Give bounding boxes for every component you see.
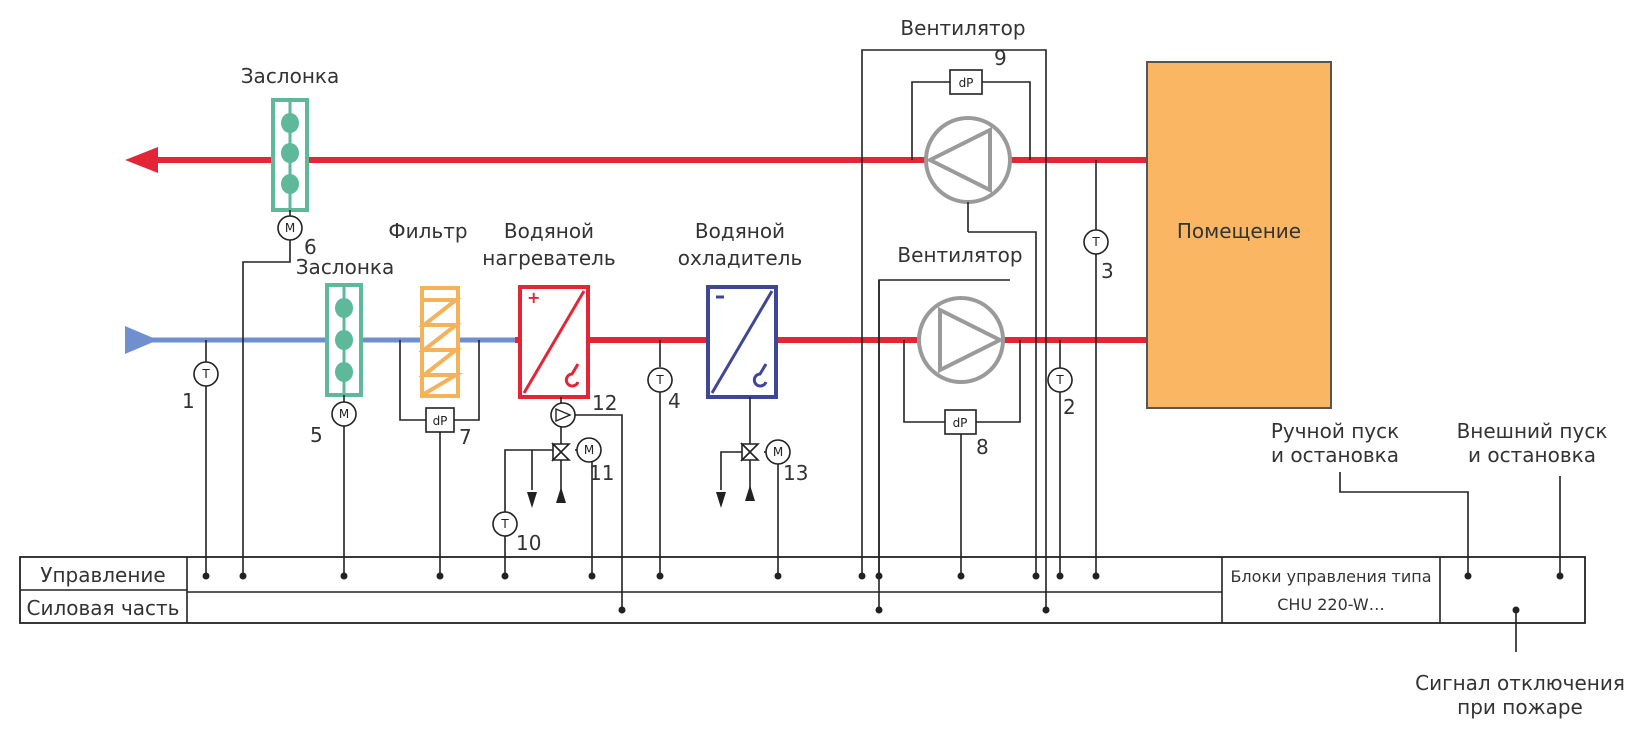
fan-exhaust-label: Вентилятор: [900, 16, 1025, 40]
number-12: 12: [592, 391, 617, 415]
pressure-sensor-9: dP: [949, 69, 983, 95]
damper-exhaust-label: Заслонка: [241, 64, 340, 88]
number-5: 5: [310, 423, 323, 447]
control-block-line2: CHU 220-W…: [1277, 595, 1384, 614]
filter: [418, 286, 464, 398]
number-4: 4: [668, 389, 681, 413]
wiring: [205, 49, 1561, 652]
svg-text:T: T: [500, 517, 509, 531]
temp-sensor-4: T: [647, 367, 673, 393]
damper-motor-6: M: [277, 215, 303, 241]
fire-signal-line1: Сигнал отключения: [1415, 671, 1625, 695]
heater-label-line1: Водяной: [504, 219, 594, 243]
number-1: 1: [182, 389, 195, 413]
manual-start-line2: и остановка: [1271, 443, 1399, 467]
heater-label-line2: нагреватель: [482, 246, 615, 270]
number-13: 13: [783, 461, 808, 485]
control-table: [19, 556, 1586, 624]
svg-text:M: M: [339, 407, 349, 421]
fan-supply: [917, 296, 1005, 384]
damper-intake-label: Заслонка: [296, 255, 395, 279]
temp-sensor-3: T: [1083, 229, 1109, 255]
row-power-label: Силовая часть: [27, 596, 180, 620]
svg-text:dP: dP: [959, 76, 974, 90]
filter-label: Фильтр: [388, 219, 467, 243]
fire-signal-line2: при пожаре: [1457, 695, 1583, 719]
number-6: 6: [304, 235, 317, 259]
cooler-label-line2: охладитель: [678, 246, 802, 270]
svg-text:T: T: [201, 367, 210, 381]
heater-valve: [551, 442, 571, 462]
number-8: 8: [976, 435, 989, 459]
room-label: Помещение: [1177, 219, 1301, 243]
number-3: 3: [1101, 259, 1114, 283]
manual-start-line1: Ручной пуск: [1271, 419, 1399, 443]
heater-pump-12: [550, 402, 576, 428]
external-start-line2: и остановка: [1468, 443, 1596, 467]
svg-text:M: M: [773, 445, 783, 459]
fan-supply-label: Вентилятор: [897, 243, 1022, 267]
temp-sensor-10: T: [492, 511, 518, 537]
pressure-sensor-7: dP: [425, 407, 455, 433]
svg-text:dP: dP: [953, 416, 968, 430]
intake-arrow: [125, 326, 158, 354]
cooler-label-line1: Водяной: [695, 219, 785, 243]
svg-text:T: T: [655, 373, 664, 387]
fan-exhaust: [924, 116, 1012, 204]
damper-exhaust: [271, 98, 309, 212]
number-7: 7: [459, 425, 472, 449]
exhaust-outlet-arrow: [125, 147, 158, 173]
damper-intake: [325, 283, 363, 397]
water-heater: +: [518, 285, 590, 399]
number-10: 10: [516, 531, 541, 555]
control-block-line1: Блоки управления типа: [1230, 567, 1431, 586]
damper-motor-5: M: [331, 401, 357, 427]
svg-text:T: T: [1055, 373, 1064, 387]
row-control-label: Управление: [40, 563, 165, 587]
svg-text:+: +: [527, 288, 540, 307]
pressure-sensor-8: dP: [944, 409, 977, 435]
svg-text:M: M: [285, 221, 295, 235]
number-2: 2: [1063, 395, 1076, 419]
temp-sensor-2: T: [1047, 367, 1073, 393]
external-start-line1: Внешний пуск: [1457, 419, 1608, 443]
svg-text:dP: dP: [433, 414, 448, 428]
svg-text:M: M: [584, 443, 594, 457]
svg-text:T: T: [1091, 235, 1100, 249]
water-cooler: [706, 285, 778, 399]
cooler-valve: [740, 442, 760, 462]
number-9: 9: [994, 46, 1007, 70]
room-box: [1146, 61, 1332, 409]
valve-motor-13: M: [765, 439, 791, 465]
number-11: 11: [589, 461, 614, 485]
valve-motor-11: M: [576, 437, 602, 463]
temp-sensor-1: T: [193, 361, 219, 387]
